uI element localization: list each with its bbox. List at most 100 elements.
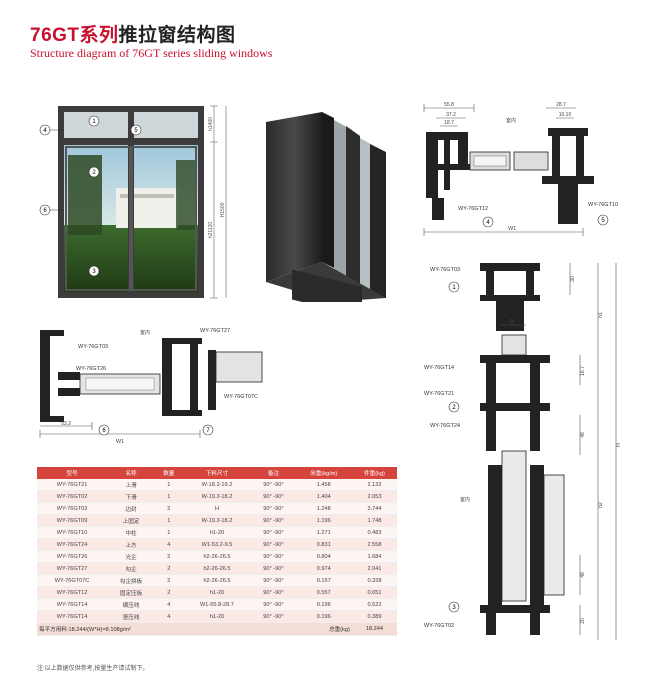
dim-h2: h21120 [208, 222, 214, 239]
table-cell: W1-55.8-28.7 [182, 598, 252, 611]
section-horizontal-sash: 53.2 W1 室内 WY-76GT03 WY-76GT27 WY-76GT26… [30, 322, 280, 450]
table-cell: 2.053 [351, 490, 397, 503]
dim-W1-mid: W1 [116, 439, 124, 445]
table-cell: h1-20 [182, 586, 252, 599]
table-cell: 0.389 [351, 610, 397, 623]
title-cn: 推拉窗结构图 [118, 25, 236, 46]
table-cell: 1.271 [295, 526, 352, 539]
table-cell: 1.404 [295, 490, 352, 503]
table-cell: h1-20 [182, 610, 252, 623]
page-title: 76GT系列推拉窗结构图 [30, 20, 236, 47]
dim-h1: h1400 [208, 117, 214, 131]
table-cell: WY-76GT10 [37, 526, 108, 539]
table-cell: WY-76GT09 [37, 514, 108, 527]
footer-total-value: 18.244 [351, 622, 397, 636]
section-horizontal-top: 55.8 37.2 18.7 28.7 10.10 室内 WY-76GT12 W… [418, 100, 633, 240]
callout-ml-6: 6 [102, 428, 106, 434]
parts-table: 型号 名称 数量 下料尺寸 备注 米重(kg/m) 件重(kg) WY-76GT… [37, 467, 397, 636]
col-name: 名称 [107, 467, 155, 479]
footnote: 注:以上数据仅供参考,按量生产请试制下。 [37, 666, 149, 672]
table-cell: 光企 [107, 550, 155, 563]
table-cell: 90° -90° [251, 479, 296, 491]
callout-2: 2 [92, 170, 96, 176]
table-cell: 2.132 [351, 479, 397, 491]
callout-4: 4 [43, 128, 47, 134]
table-cell: h2-26-26.5 [182, 550, 252, 563]
label-gt26: WY-76GT26 [76, 366, 106, 372]
table-cell: 1.196 [295, 514, 352, 527]
table-cell: 0.651 [351, 586, 397, 599]
dim-30: 30 [570, 276, 576, 282]
table-cell: 0.328 [351, 574, 397, 587]
table-cell: 0.196 [295, 598, 352, 611]
profile-3d-render [262, 112, 392, 317]
table-cell: WY-76GT24 [37, 538, 108, 551]
table-cell: 0.831 [295, 538, 352, 551]
callout-r-2: 2 [452, 405, 456, 411]
table-cell: WY-76GT07C [37, 574, 108, 587]
table-cell: 0.522 [351, 598, 397, 611]
callout-5: 5 [134, 128, 138, 134]
table-cell: 90° -90° [251, 550, 296, 563]
table-cell: 竖压线 [107, 610, 155, 623]
dim-48-b: 48 [580, 572, 586, 578]
table-cell: 2.041 [351, 562, 397, 575]
callout-3: 3 [92, 269, 96, 275]
dim-48-a: 48 [580, 432, 586, 438]
title-model: 76GT系列 [30, 25, 119, 46]
col-remark: 备注 [251, 467, 296, 479]
table-cell: 90° -90° [251, 598, 296, 611]
table-cell: WY-76GT14 [37, 610, 108, 623]
dim-53-2: 53.2 [61, 421, 71, 427]
table-cell: h2-26-26.5 [182, 574, 252, 587]
label-r-gt02: WY-76GT02 [424, 623, 454, 629]
dim-20: 20 [580, 618, 586, 624]
col-model: 型号 [37, 467, 108, 479]
table-cell: 1.248 [295, 502, 352, 515]
table-cell: h1-20 [182, 526, 252, 539]
label-gt10: WY-76GT10 [588, 202, 618, 208]
table-cell: 上滑 [107, 479, 155, 491]
indoor-label: 室内 [506, 117, 516, 124]
table-cell: 0.557 [295, 586, 352, 599]
table-cell: WY-76GT27 [37, 562, 108, 575]
table-cell: 勾企拼板 [107, 574, 155, 587]
table-cell: 0.804 [295, 550, 352, 563]
table-cell: 2.558 [351, 538, 397, 551]
col-meter-weight: 米重(kg/m) [295, 467, 352, 479]
label-gt27: WY-76GT27 [200, 328, 230, 334]
table-cell: 上方 [107, 538, 155, 551]
table-cell: 横压线 [107, 598, 155, 611]
table-cell: 固定压板 [107, 586, 155, 599]
table-cell: 2 [155, 586, 183, 599]
table-cell: 0.196 [295, 610, 352, 623]
col-cut-size: 下料尺寸 [182, 467, 252, 479]
table-cell: 0.974 [295, 562, 352, 575]
table-cell: 0.483 [351, 526, 397, 539]
table-cell: 2 [155, 562, 183, 575]
table-cell: 90° -90° [251, 538, 296, 551]
table-cell: 1 [155, 479, 183, 491]
callout-1: 1 [92, 119, 96, 125]
table-footer-row: 每平方用料:18.244/(W*H)=8.108g/m² 总重(kg) 18.2… [37, 622, 397, 636]
table-cell: 90° -90° [251, 526, 296, 539]
label-r-gt24: WY-76GT24 [430, 423, 460, 429]
table-cell: h2-26-26.5 [182, 562, 252, 575]
dim-37-2: 37.2 [446, 112, 456, 118]
table-cell: W-19.2-18.2 [182, 514, 252, 527]
label-gt07c: WY-76GT07C [224, 394, 258, 400]
footer-usage: 每平方用料:18.244/(W*H)=8.108g/m² [37, 622, 252, 636]
table-cell: 2 [155, 550, 183, 563]
dim-h1-right: h1 [598, 312, 604, 318]
table-cell: 90° -90° [251, 574, 296, 587]
table-cell: 90° -90° [251, 490, 296, 503]
window-photo-diagram: h1400 H1500 h21120 1 2 3 4 5 6 [36, 100, 246, 310]
label-r-gt14: WY-76GT14 [424, 365, 454, 371]
